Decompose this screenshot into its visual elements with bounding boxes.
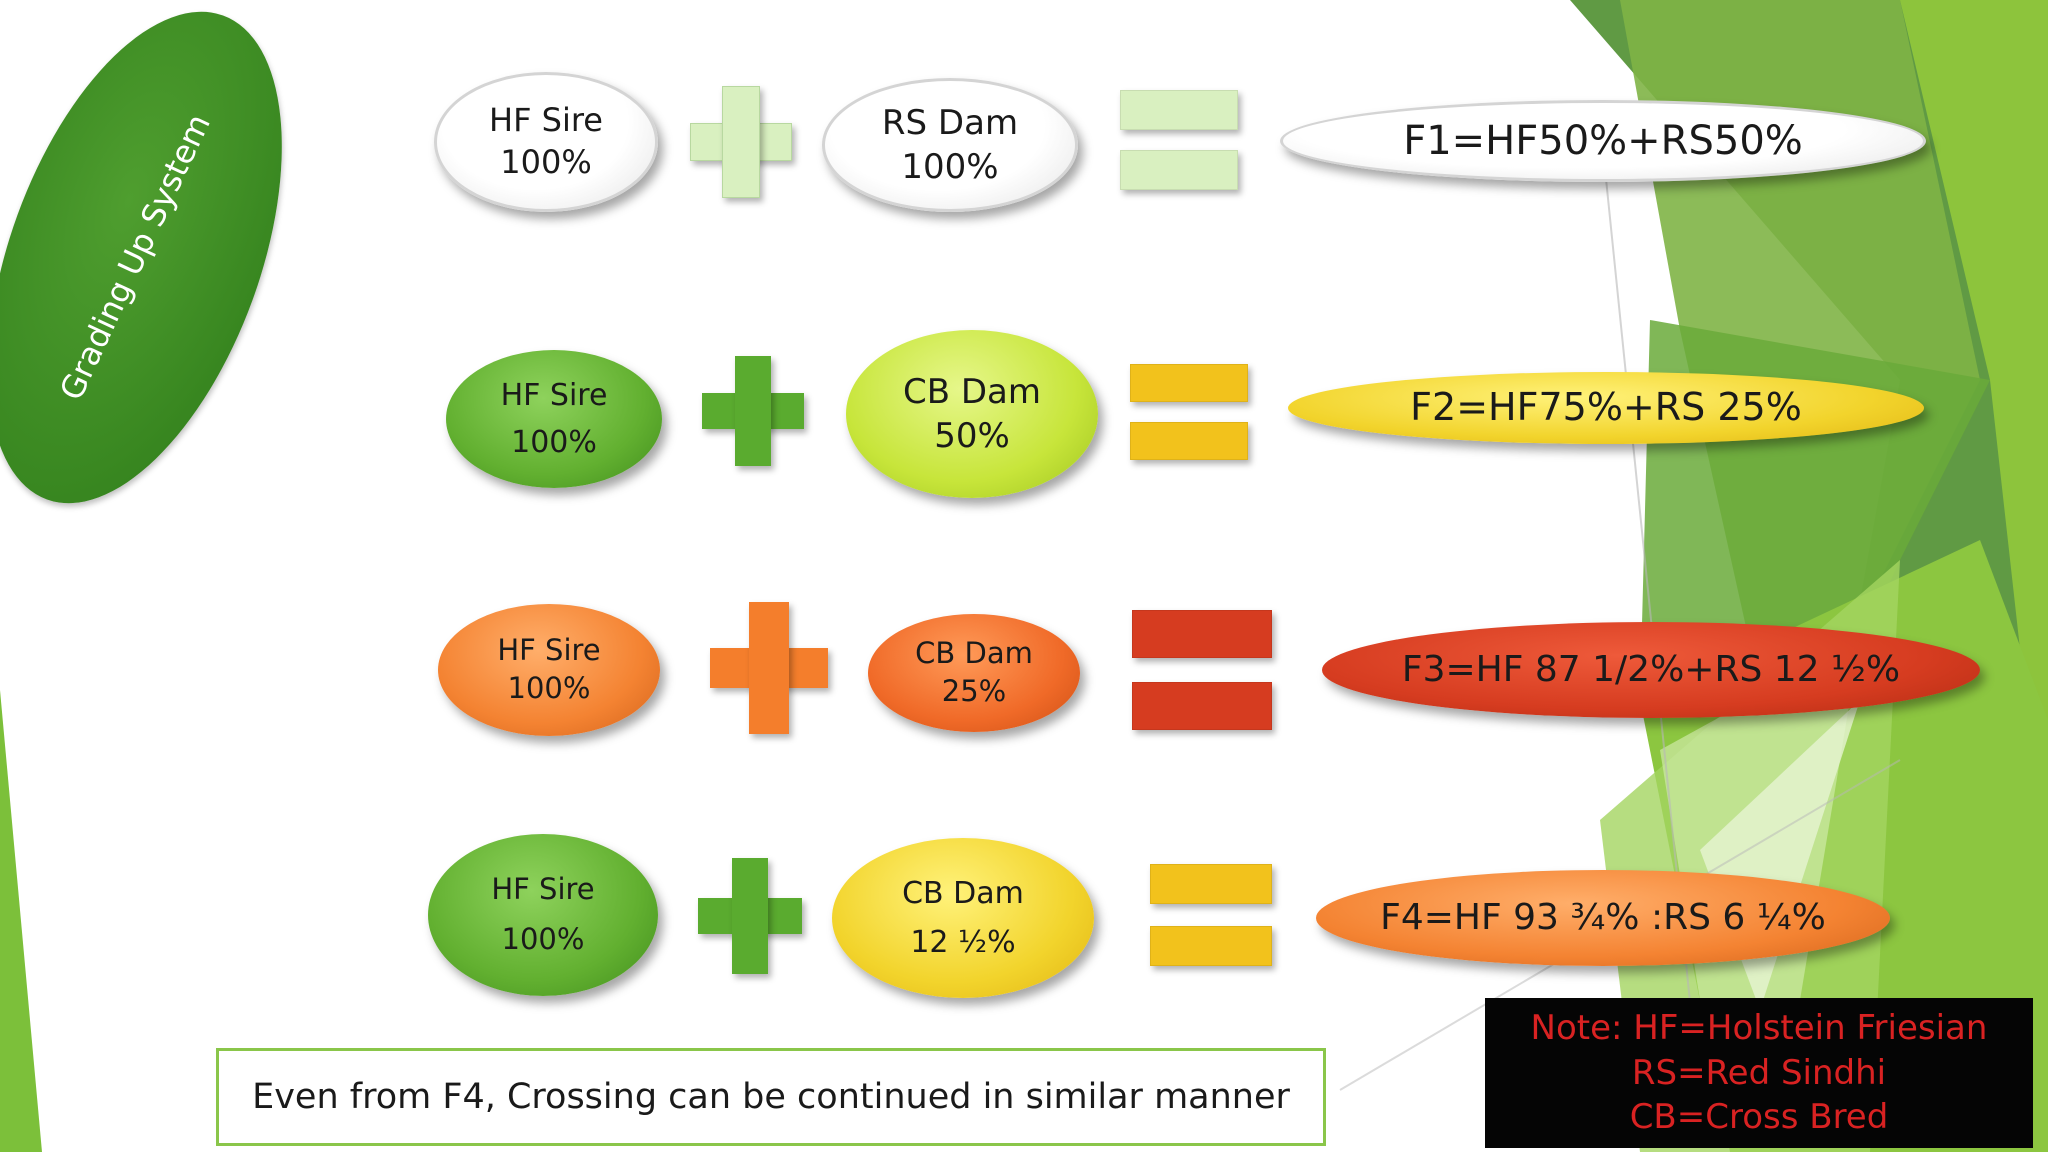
row1-dam-name: RS Dam xyxy=(881,102,1019,143)
row4-result-oval: F4=HF 93 ¾% :RS 6 ¼% xyxy=(1316,870,1890,966)
row4-sire-oval: HF Sire 100% xyxy=(428,834,658,996)
row2-dam-oval: CB Dam 50% xyxy=(846,330,1098,498)
legend-line-cb: CB=Cross Bred xyxy=(1629,1097,1889,1138)
continuation-note: Even from F4, Crossing can be continued … xyxy=(216,1048,1326,1146)
row2-sire-name: HF Sire xyxy=(500,378,608,413)
row1-dam-oval: RS Dam 100% xyxy=(822,78,1078,212)
continuation-note-text: Even from F4, Crossing can be continued … xyxy=(252,1077,1290,1117)
row3-sire-name: HF Sire xyxy=(497,633,601,668)
row2-dam-percent: 50% xyxy=(934,416,1010,456)
row4-plus-icon xyxy=(698,858,802,974)
row2-sire-oval: HF Sire 100% xyxy=(446,350,662,488)
row2-sire-percent: 100% xyxy=(511,425,597,460)
row1-sire-percent: 100% xyxy=(500,143,592,181)
row4-sire-name: HF Sire xyxy=(491,872,595,907)
row1-sire-name: HF Sire xyxy=(489,101,603,140)
row3-result-text: F3=HF 87 1/2%+RS 12 ½% xyxy=(1401,648,1901,690)
row2-equals-icon xyxy=(1130,364,1248,460)
row3-dam-oval: CB Dam 25% xyxy=(868,614,1080,732)
row3-dam-name: CB Dam xyxy=(915,636,1033,671)
abbreviation-legend: Note: HF=Holstein Friesian RS=Red Sindhi… xyxy=(1485,998,2033,1148)
legend-line-hf: Note: HF=Holstein Friesian xyxy=(1530,1007,1988,1048)
row3-sire-oval: HF Sire 100% xyxy=(438,604,660,736)
row1-sire-oval: HF Sire 100% xyxy=(434,72,658,212)
row3-result-oval: F3=HF 87 1/2%+RS 12 ½% xyxy=(1322,622,1980,718)
row2-plus-icon xyxy=(702,356,804,466)
row2-dam-name: CB Dam xyxy=(902,371,1041,412)
row1-equals-icon xyxy=(1120,90,1238,190)
row3-sire-percent: 100% xyxy=(507,671,591,705)
row4-result-text: F4=HF 93 ¾% :RS 6 ¼% xyxy=(1380,896,1826,938)
row1-result-oval: F1=HF50%+RS50% xyxy=(1280,100,1926,182)
row4-dam-oval: CB Dam 12 ½% xyxy=(832,838,1094,998)
row4-dam-name: CB Dam xyxy=(902,876,1024,911)
row3-equals-icon xyxy=(1132,610,1272,730)
row1-dam-percent: 100% xyxy=(901,147,999,187)
row2-result-oval: F2=HF75%+RS 25% xyxy=(1288,372,1924,444)
row1-plus-icon xyxy=(690,86,792,198)
row4-sire-percent: 100% xyxy=(501,922,585,956)
row3-dam-percent: 25% xyxy=(941,674,1007,708)
row3-plus-icon xyxy=(710,602,828,734)
row4-dam-percent: 12 ½% xyxy=(910,925,1016,960)
row1-result-text: F1=HF50%+RS50% xyxy=(1403,118,1803,164)
row2-result-text: F2=HF75%+RS 25% xyxy=(1410,385,1802,430)
legend-line-rs: RS=Red Sindhi xyxy=(1631,1052,1887,1093)
row4-equals-icon xyxy=(1150,864,1272,968)
